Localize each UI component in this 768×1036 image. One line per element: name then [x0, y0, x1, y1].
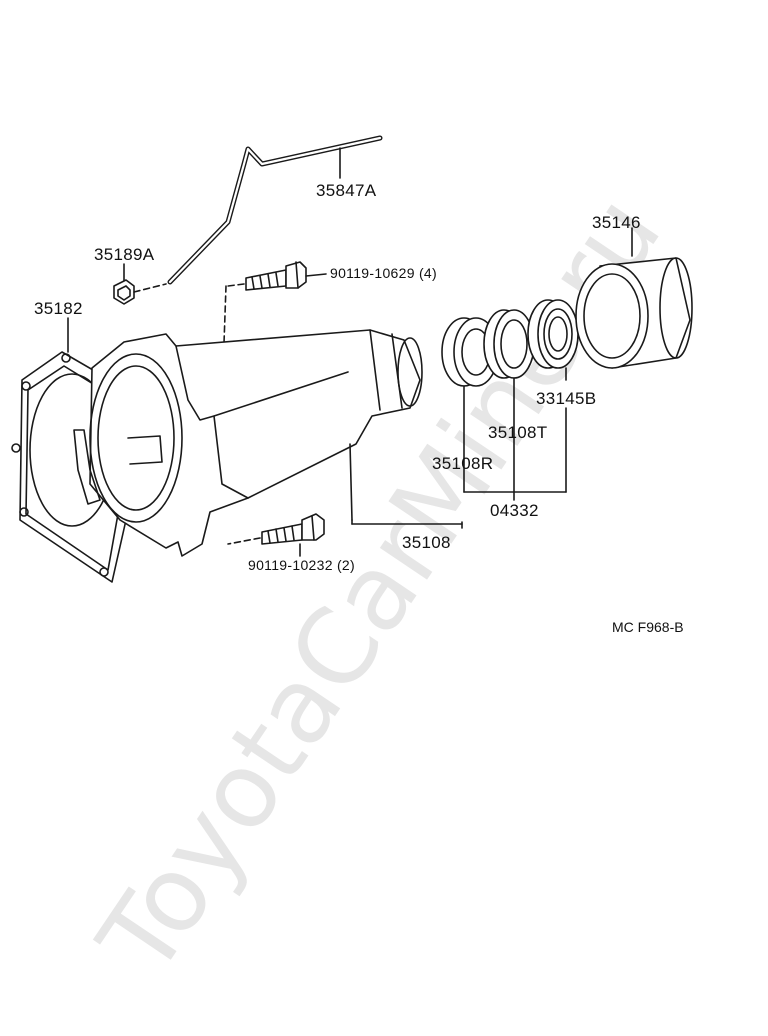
label-35182: 35182: [34, 299, 83, 318]
label-35108t: 35108T: [488, 423, 548, 442]
housing-35146: [576, 228, 692, 368]
label-35189a: 35189A: [94, 245, 155, 264]
plug: [114, 264, 166, 304]
label-35108r: 35108R: [432, 454, 494, 473]
label-bolt-top: 90119-10629 (4): [330, 265, 437, 281]
bearing-33145b: [528, 300, 578, 380]
label-35847a: 35847A: [316, 181, 377, 200]
diagram-code: MC F968-B: [612, 619, 684, 635]
kit-bracket: [352, 408, 566, 524]
seal-35108t: [484, 310, 534, 492]
extension-housing: [74, 330, 422, 556]
bolt-bottom: [228, 514, 324, 556]
label-04332: 04332: [490, 501, 539, 520]
label-35108: 35108: [402, 533, 451, 552]
label-35146: 35146: [592, 213, 641, 232]
label-bolt-bottom: 90119-10232 (2): [248, 557, 355, 573]
label-33145b: 33145B: [536, 389, 597, 408]
breather-tube: [170, 138, 380, 282]
